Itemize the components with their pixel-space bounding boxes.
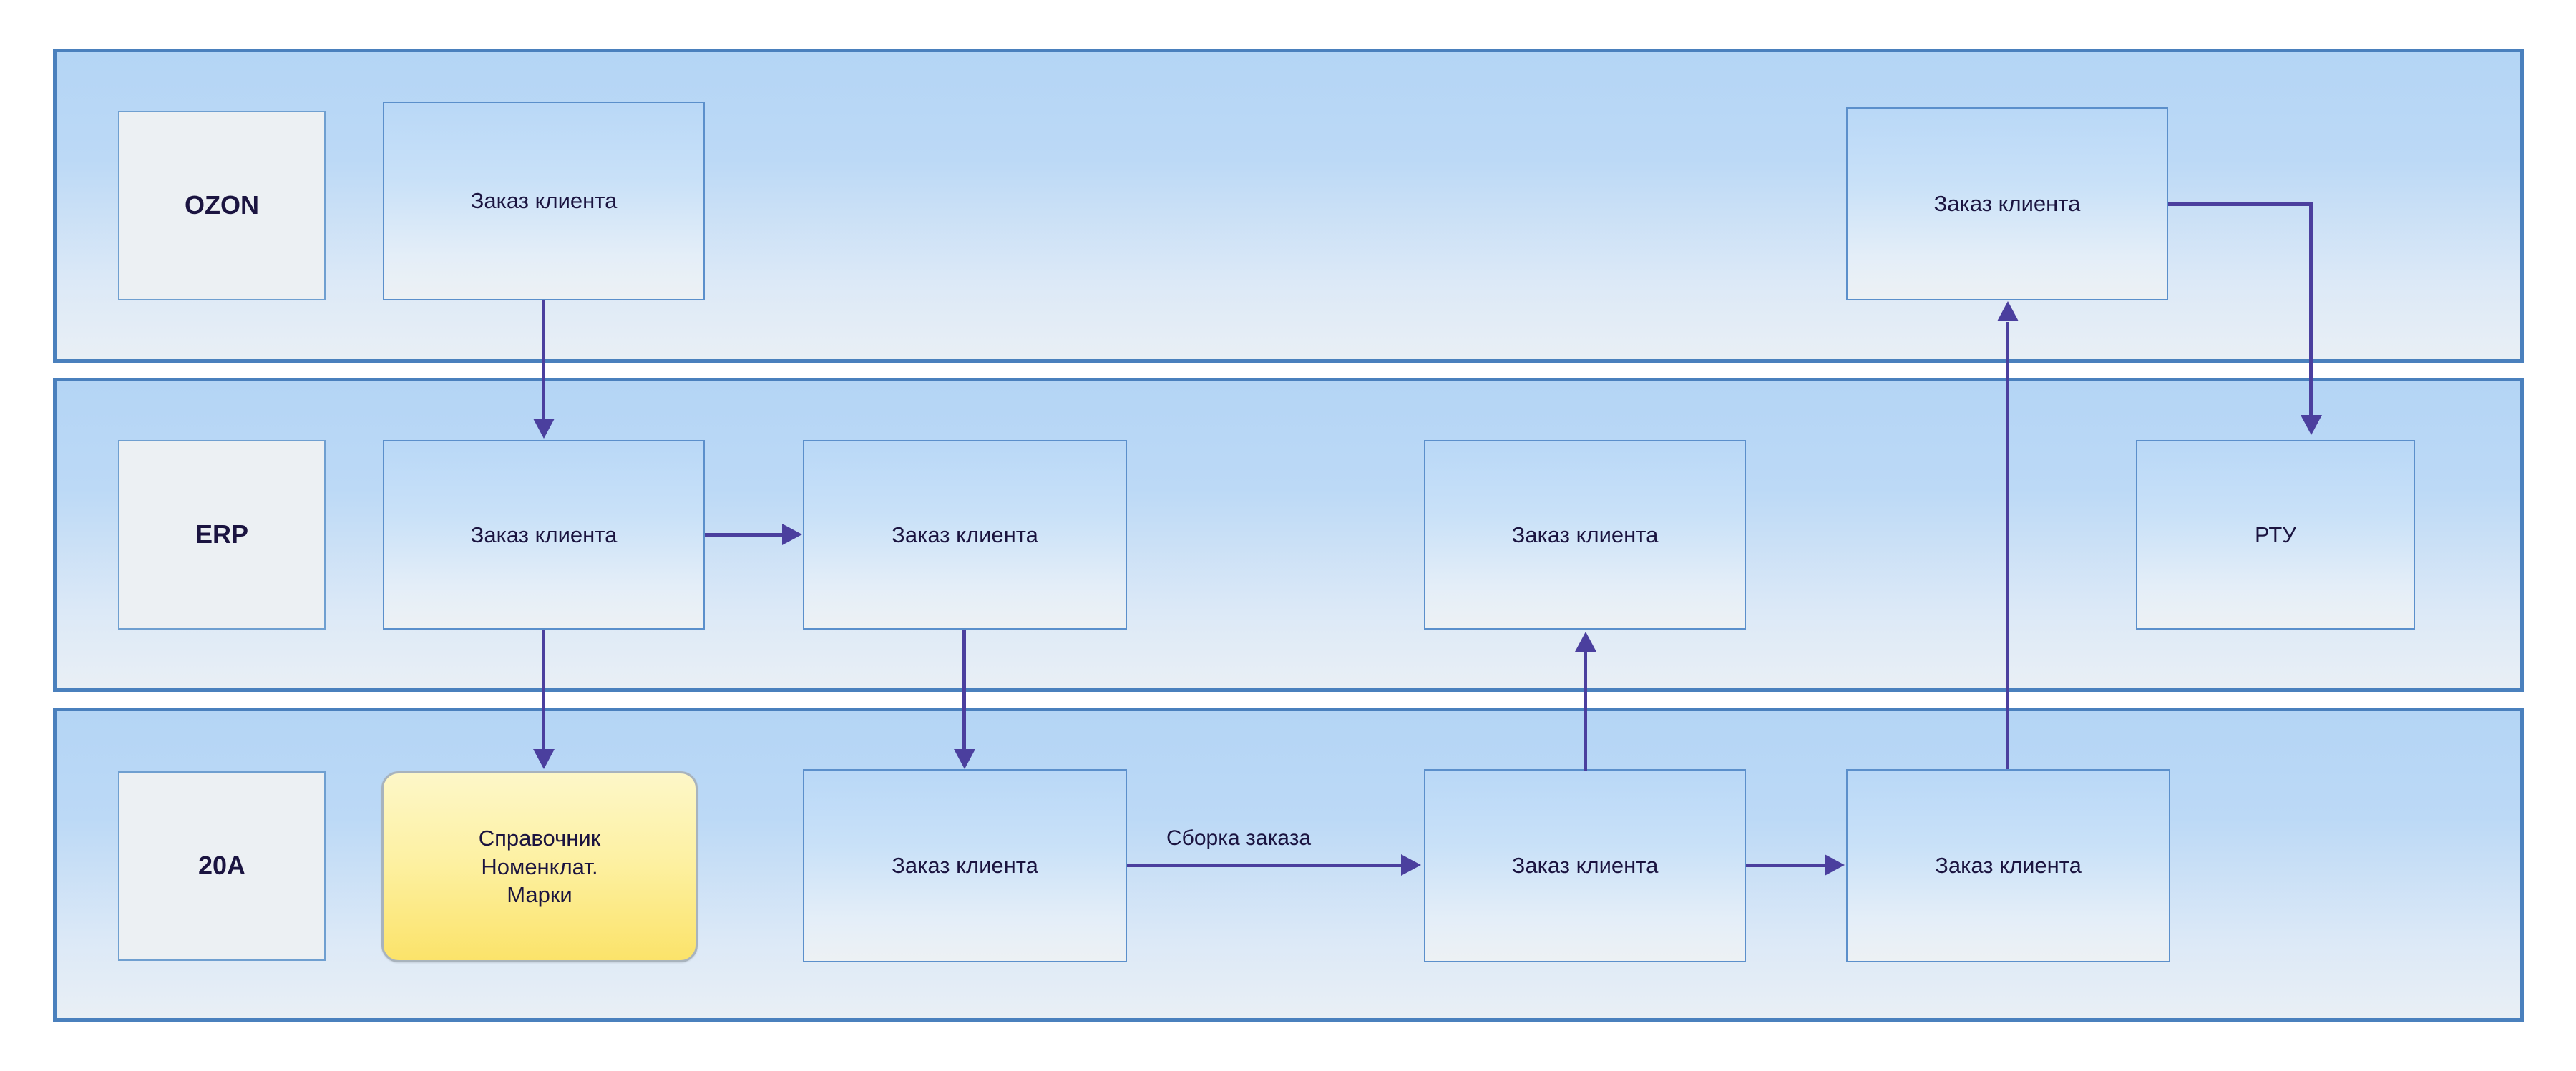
edge-arrowhead-erp1-to-erp2 xyxy=(782,524,802,545)
node-erp-order-3-label: Заказ клиента xyxy=(1511,522,1659,547)
node-20a-order-1-label: Заказ клиента xyxy=(892,853,1038,879)
node-erp-order-3[interactable]: Заказ клиента xyxy=(1424,440,1746,630)
node-ozon-order-label: Заказ клиента xyxy=(470,188,618,214)
edge-20a-order-1-to-20a-order-2 xyxy=(1127,864,1402,867)
node-ozon-order-right[interactable]: Заказ клиента xyxy=(1846,107,2168,300)
lane-label-erp: ERP xyxy=(118,440,326,630)
edge-arrowhead-erp1-to-catalog xyxy=(533,749,555,769)
node-erp-order-1[interactable]: Заказ клиента xyxy=(383,440,705,630)
node-20a-order-2[interactable]: Заказ клиента xyxy=(1424,769,1746,962)
edge-arrowhead-20a1-to-20a2 xyxy=(1401,854,1421,876)
edge-arrowhead-20a2-to-erp3 xyxy=(1575,632,1596,652)
edge-ozon-order-to-erp-order-1 xyxy=(542,300,545,421)
edge-arrowhead-20a3-to-ozon-right xyxy=(1997,301,2019,321)
edge-erp-order-1-to-catalog xyxy=(542,630,545,751)
node-ozon-order-right-label: Заказ клиента xyxy=(1933,191,2081,217)
edge-arrowhead-erp2-to-20a1 xyxy=(954,749,975,769)
edge-ozon-order-right-to-rtu-vertical xyxy=(2309,202,2313,417)
node-20a-order-2-label: Заказ клиента xyxy=(1511,853,1659,879)
lane-label-20a: 20A xyxy=(118,771,326,961)
node-erp-rtu-label: РТУ xyxy=(2255,522,2296,547)
edge-label-assembly: Сборка заказа xyxy=(1166,826,1312,850)
lane-label-ozon-text: OZON xyxy=(185,190,259,220)
node-catalog-line-3: Марки xyxy=(507,882,572,908)
node-20a-order-1[interactable]: Заказ клиента xyxy=(803,769,1127,962)
node-ozon-order[interactable]: Заказ клиента xyxy=(383,102,705,300)
edge-20a-order-3-to-ozon-order-right xyxy=(2006,322,2009,769)
edge-arrowhead-ozon-to-erp xyxy=(533,419,555,439)
edge-20a-order-2-to-20a-order-3 xyxy=(1746,864,1826,867)
edge-arrowhead-ozon-right-to-rtu xyxy=(2301,415,2322,435)
node-catalog-line-1: Справочник xyxy=(478,825,601,851)
node-20a-order-3[interactable]: Заказ клиента xyxy=(1846,769,2170,962)
lane-label-erp-text: ERP xyxy=(195,519,249,549)
node-erp-order-1-label: Заказ клиента xyxy=(470,522,618,547)
node-erp-order-2-label: Заказ клиента xyxy=(892,522,1038,547)
lane-label-20a-text: 20A xyxy=(197,851,246,881)
node-erp-order-2[interactable]: Заказ клиента xyxy=(803,440,1127,630)
node-erp-rtu[interactable]: РТУ xyxy=(2136,440,2415,630)
edge-20a-order-2-to-erp-order-3 xyxy=(1584,652,1587,771)
node-catalog-marks[interactable]: Справочник Номенклат. Марки xyxy=(381,771,698,962)
node-20a-order-3-label: Заказ клиента xyxy=(1935,853,2082,879)
lane-label-ozon: OZON xyxy=(118,111,326,300)
edge-ozon-order-right-to-rtu-horizontal xyxy=(2168,202,2313,206)
edge-arrowhead-20a2-to-20a3 xyxy=(1825,854,1845,876)
node-catalog-line-2: Номенклат. xyxy=(481,854,598,879)
edge-erp-order-1-to-erp-order-2 xyxy=(705,533,784,537)
edge-erp-order-2-to-20a-order-1 xyxy=(962,630,966,751)
